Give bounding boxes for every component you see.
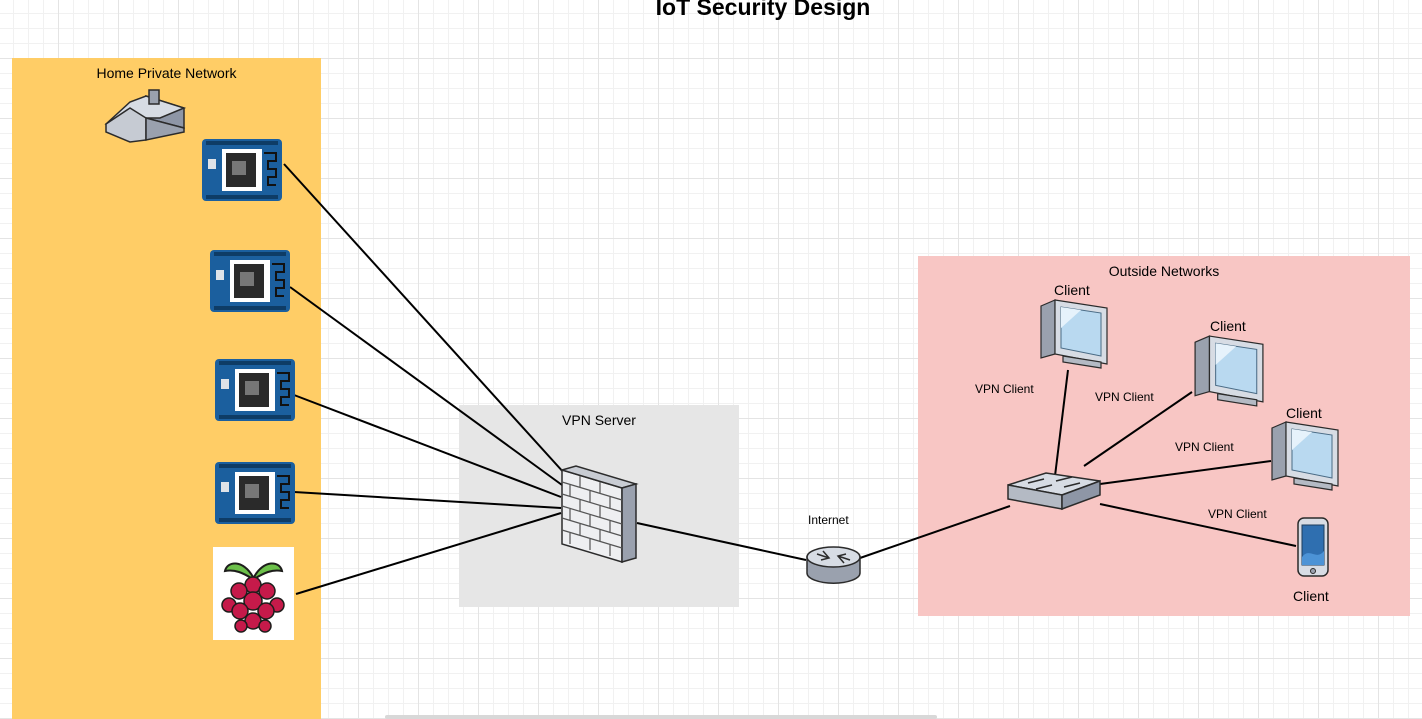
link-board3-firewall	[293, 394, 562, 498]
link-board2-firewall	[289, 286, 563, 486]
link-raspberry-firewall	[295, 512, 562, 595]
router-icon[interactable]	[805, 545, 862, 585]
link-router-switch	[859, 505, 1011, 559]
diagram-title: IoT Security Design	[655, 0, 871, 20]
vpn-client-label-1: VPN Client	[975, 382, 1034, 396]
firewall-icon[interactable]	[560, 464, 640, 564]
outside-networks-label: Outside Networks	[1108, 263, 1220, 279]
link-switch-client2	[1083, 391, 1193, 467]
home-network-label: Home Private Network	[96, 65, 237, 81]
link-firewall-router	[636, 522, 807, 561]
client-label-4: Client	[1293, 588, 1329, 604]
mobile-phone-icon[interactable]	[1294, 517, 1330, 579]
client-label-2: Client	[1210, 318, 1246, 334]
client-label-1: Client	[1054, 282, 1090, 298]
desktop-client-icon-2[interactable]	[1193, 334, 1265, 408]
esp8266-board-icon-3[interactable]	[215, 359, 295, 421]
horizontal-scrollbar[interactable]	[385, 715, 937, 719]
link-switch-client3	[1099, 460, 1272, 485]
link-board4-firewall	[293, 491, 562, 509]
vpn-server-label: VPN Server	[562, 412, 636, 428]
internet-label: Internet	[808, 513, 849, 527]
link-board1-firewall	[283, 163, 566, 475]
desktop-client-icon-1[interactable]	[1039, 298, 1109, 370]
desktop-client-icon-3[interactable]	[1270, 420, 1340, 492]
vpn-client-label-3: VPN Client	[1175, 440, 1234, 454]
link-switch-client4	[1099, 503, 1297, 547]
esp8266-board-icon-4[interactable]	[215, 462, 295, 524]
house-icon[interactable]	[102, 88, 186, 144]
vpn-client-label-2: VPN Client	[1095, 390, 1154, 404]
link-switch-client1	[1054, 369, 1069, 477]
client-label-3: Client	[1286, 405, 1322, 421]
vpn-client-label-4: VPN Client	[1208, 507, 1267, 521]
network-switch-icon[interactable]	[1006, 469, 1102, 511]
esp8266-board-icon-2[interactable]	[210, 250, 290, 312]
raspberry-pi-icon[interactable]	[213, 547, 294, 640]
esp8266-board-icon-1[interactable]	[202, 139, 282, 201]
